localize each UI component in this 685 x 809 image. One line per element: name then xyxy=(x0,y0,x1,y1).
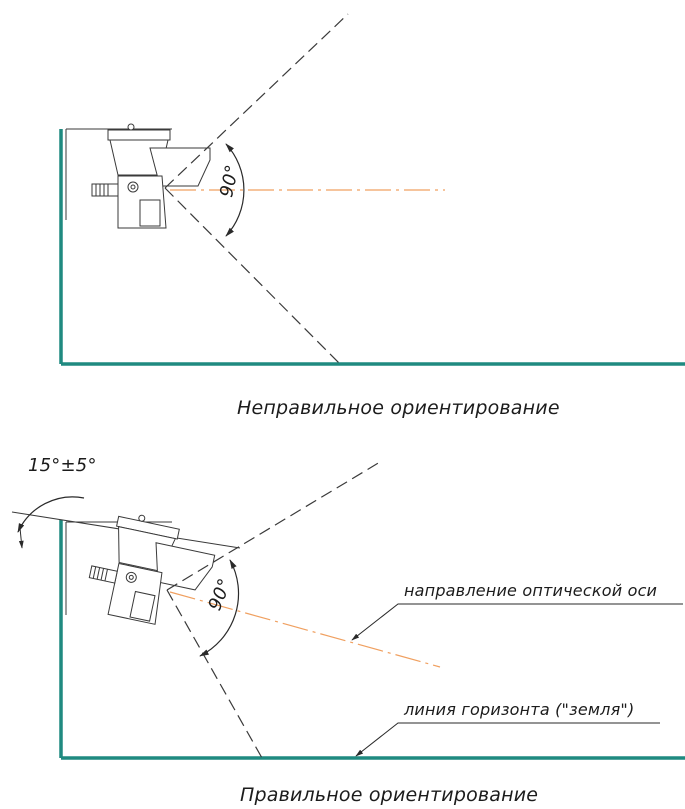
cable-gland xyxy=(91,183,119,197)
fov-upper-line xyxy=(164,13,349,189)
angle-arc xyxy=(199,559,240,657)
optical-axis-label: направление оптической оси xyxy=(404,581,657,600)
mount-bracket xyxy=(65,128,172,220)
angle-label: 90° xyxy=(204,576,236,614)
pivot-screw xyxy=(127,181,139,193)
correct-caption: Правильное ориентирование xyxy=(240,784,538,806)
fov-upper-line xyxy=(166,461,381,591)
gland-ribs xyxy=(92,566,108,582)
camera-housing xyxy=(88,514,216,625)
mount-screw xyxy=(127,123,135,131)
pivot-screw-center xyxy=(128,574,134,580)
pivot-screw-center xyxy=(130,184,136,190)
tilt-arc xyxy=(17,496,85,533)
camera-housing xyxy=(91,123,211,229)
horizon-leader xyxy=(355,722,660,757)
tilt-label: 15°±5° xyxy=(28,455,97,476)
tilt-arrow xyxy=(18,527,24,549)
optical-axis-leader xyxy=(351,603,683,641)
lens-window xyxy=(129,590,156,622)
pivot-screw xyxy=(125,571,137,583)
fov-lower-line xyxy=(166,589,263,759)
gland-ribs xyxy=(95,184,109,196)
lens-window xyxy=(139,199,161,227)
mount-screw xyxy=(138,514,146,522)
angle-arc xyxy=(225,143,245,237)
correct-orientation-panel: 15°±5° 90° направление оптической оси ли… xyxy=(11,455,685,806)
incorrect-caption: Неправильное ориентирование xyxy=(237,397,560,419)
angle-label: 90° xyxy=(216,163,243,199)
camera-lens-block xyxy=(117,175,167,229)
incorrect-orientation-panel: 90° Неправильное ориентирование xyxy=(59,13,685,419)
fov-lower-line xyxy=(164,187,341,365)
camera-base-plate xyxy=(107,129,171,141)
horizon-label: линия горизонта ("земля") xyxy=(403,700,634,719)
cable-gland xyxy=(88,565,118,584)
